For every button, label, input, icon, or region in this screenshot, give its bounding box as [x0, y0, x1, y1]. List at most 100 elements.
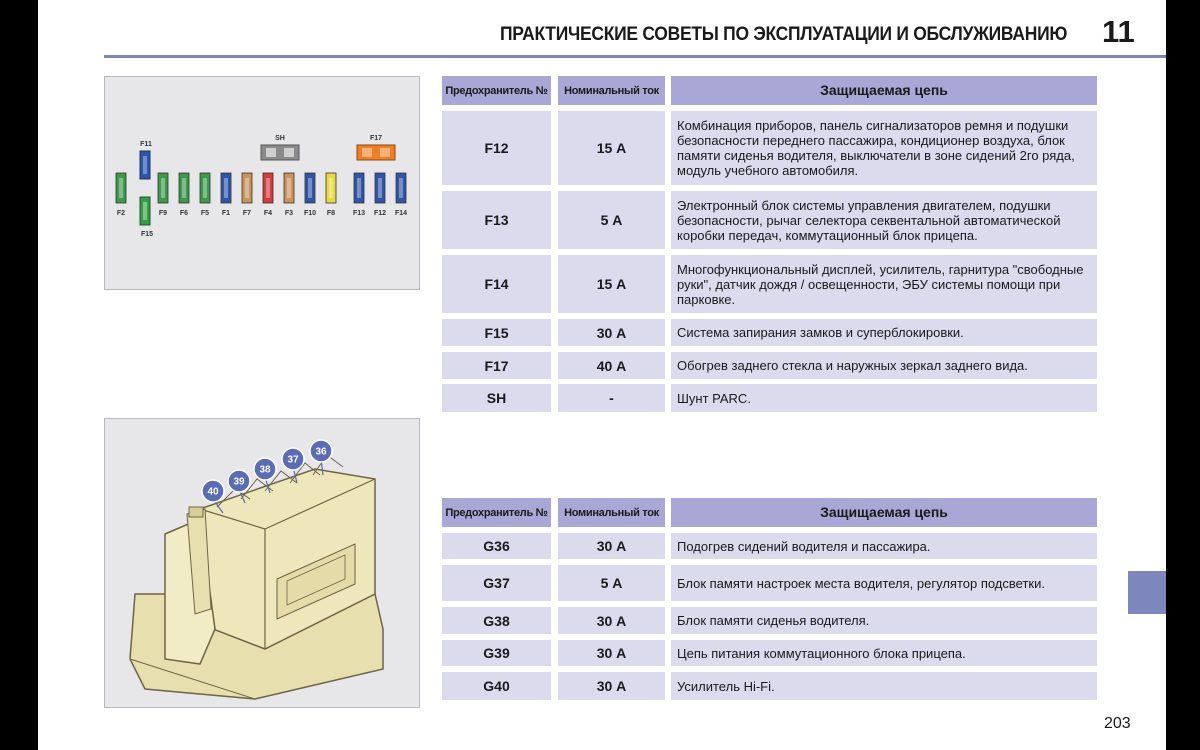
fuse-number-badge: [253, 457, 277, 481]
fuse-f10: [304, 172, 316, 204]
fuse-f13: [353, 172, 365, 204]
fuse-number-cell: F15: [442, 319, 551, 346]
fuse-number-label: 38: [259, 465, 271, 476]
chapter-side-tab: [1128, 571, 1166, 614]
fuse-label-f15: F15: [141, 231, 153, 238]
fuse-number-cell: F13: [442, 191, 551, 249]
protected-circuit-cell: Обогрев заднего стекла и наружных зеркал…: [671, 352, 1097, 379]
protected-circuit-cell: Система запирания замков и суперблокиров…: [671, 319, 1097, 346]
fuse-f3: [283, 172, 295, 204]
fuse-number-cell: G36: [442, 533, 551, 559]
manual-page: ПРАКТИЧЕСКИЕ СОВЕТЫ ПО ЭКСПЛУАТАЦИИ И ОБ…: [38, 0, 1166, 750]
rated-current-cell: 30 А: [558, 672, 665, 700]
fuse-number-badge: [309, 439, 333, 463]
rated-current-cell: 40 А: [558, 352, 665, 379]
header-fuse-number: Предохранитель №: [442, 498, 551, 527]
fuse-number-badge: [227, 469, 251, 493]
fuse-number-label: 40: [207, 487, 219, 498]
fuse-number-badge: [201, 479, 225, 503]
rated-current-cell: 30 А: [558, 640, 665, 666]
fuse-block-illustration: 40 39 38 37 36: [129, 439, 384, 700]
page-number: 203: [1104, 715, 1131, 732]
fuse-number-label: 36: [315, 447, 327, 458]
fuse-f4: [262, 172, 274, 204]
fuse-label-f3: F3: [285, 210, 293, 217]
fuse-f12: [374, 172, 386, 204]
fuse-number-cell: F12: [442, 111, 551, 185]
protected-circuit-cell: Блок памяти сиденья водителя.: [671, 607, 1097, 634]
fuse-number-cell: G38: [442, 607, 551, 634]
fuse-f5: [199, 172, 211, 204]
fuse-number-cell: G39: [442, 640, 551, 666]
protected-circuit-cell: Шунт PARC.: [671, 384, 1097, 412]
fuse-number-cell: G37: [442, 565, 551, 601]
fuse-number-cell: G40: [442, 672, 551, 700]
fuse-label-f7: F7: [243, 210, 251, 217]
fuse-number-cell: F14: [442, 255, 551, 313]
fuse-label-sh: SH: [275, 135, 285, 142]
protected-circuit-cell: Электронный блок системы управления двиг…: [671, 191, 1097, 249]
fuse-label-f17: F17: [370, 135, 382, 142]
rated-current-cell: -: [558, 384, 665, 412]
fuse-label-f2: F2: [117, 210, 125, 217]
rated-current-cell: 30 А: [558, 319, 665, 346]
protected-circuit-cell: Комбинация приборов, панель сигнализатор…: [671, 111, 1097, 185]
fuse-f17: [356, 144, 396, 161]
fuse-label-f1: F1: [222, 210, 230, 217]
fuse-f9: [157, 172, 169, 204]
protected-circuit-cell: Блок памяти настроек места водителя, рег…: [671, 565, 1097, 601]
rated-current-cell: 15 А: [558, 255, 665, 313]
fuse-box-diagram: SH F17 F11 F15 F2 F9 F6 F5 F1 F7 F4 F3 F10 F8 F13 F…: [104, 76, 420, 290]
fuse-f7: [241, 172, 253, 204]
header-divider: [104, 55, 1166, 58]
rated-current-cell: 15 А: [558, 111, 665, 185]
table-row: SH-Шунт PARC.: [442, 384, 1097, 412]
rated-current-cell: 5 А: [558, 565, 665, 601]
fuse-f2: [115, 172, 127, 204]
fuse-label-f11: F11: [140, 141, 152, 148]
fuse-number-label: 37: [287, 455, 299, 466]
fuse-label-f8: F8: [327, 210, 335, 217]
fuse-box-illustration: SH F17 F11 F15 F2 F9 F6 F5 F1 F7 F4 F3 F10 F8 F13 F…: [115, 135, 407, 238]
fuse-number-cell: SH: [442, 384, 551, 412]
protected-circuit-cell: Цепь питания коммутационного блока прице…: [671, 640, 1097, 666]
chapter-number: 11: [1102, 14, 1135, 49]
fuse-label-f13: F13: [353, 210, 365, 217]
fuse-label-f12: F12: [374, 210, 386, 217]
fuse-label-f6: F6: [180, 210, 188, 217]
rated-current-cell: 5 А: [558, 191, 665, 249]
fuse-label-f5: F5: [201, 210, 209, 217]
page-title: ПРАКТИЧЕСКИЕ СОВЕТЫ ПО ЭКСПЛУАТАЦИИ И ОБ…: [500, 24, 1068, 45]
shunt-sh: [260, 144, 300, 161]
fuse-number-cell: F17: [442, 352, 551, 379]
header-fuse-number: Предохранитель №: [442, 76, 551, 105]
fuse-f8: [325, 172, 337, 204]
rated-current-cell: 30 А: [558, 607, 665, 634]
fuse-number-badge: [281, 447, 305, 471]
protected-circuit-cell: Усилитель Hi-Fi.: [671, 672, 1097, 700]
rated-current-cell: 30 А: [558, 533, 665, 559]
fuse-label-f10: F10: [304, 210, 316, 217]
fuse-f14: [395, 172, 407, 204]
fuse-label-f9: F9: [159, 210, 167, 217]
fuse-number-label: 39: [233, 477, 245, 488]
header-rated-current: Номинальный ток: [558, 76, 665, 105]
header-protected-circuit: Защищаемая цепь: [671, 76, 1097, 105]
header-rated-current: Номинальный ток: [558, 498, 665, 527]
fuse-label-f14: F14: [395, 210, 407, 217]
protected-circuit-cell: Многофункциональный дисплей, усилитель, …: [671, 255, 1097, 313]
fuse-label-f4: F4: [264, 210, 272, 217]
auxiliary-fuse-block-diagram: 40 39 38 37 36: [104, 418, 420, 708]
protected-circuit-cell: Подогрев сидений водителя и пассажира.: [671, 533, 1097, 559]
